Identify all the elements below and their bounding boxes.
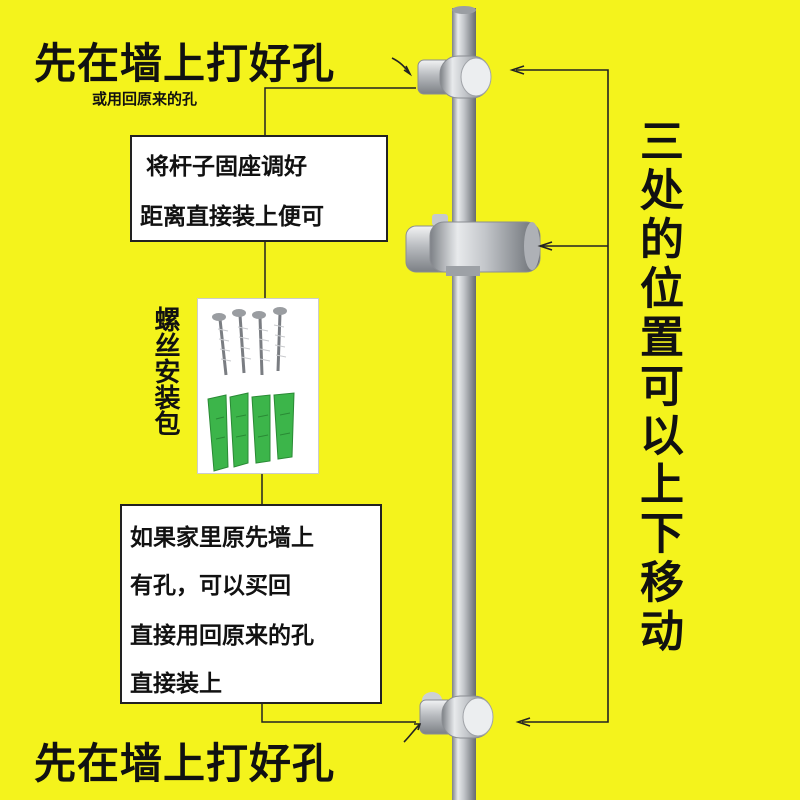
top-wall-bracket: [417, 55, 492, 99]
right-vertical-label: 三处的位置可以上下移动: [632, 118, 683, 657]
screws-and-anchors-icon: [207, 307, 295, 472]
existing-line-1: 如果家里原先墙上: [130, 524, 314, 551]
screw-pack-image: [197, 298, 319, 474]
connector-lines: [261, 87, 416, 723]
top-subnote: 或用回原来的孔: [92, 90, 198, 108]
adjust-instructions-box: 将杆子固座调好 距离直接装上便可: [130, 135, 388, 242]
right-range-bracket: [509, 65, 609, 727]
existing-line-4: 直接装上: [130, 670, 222, 697]
sliding-holder: [405, 214, 541, 276]
adjust-line-1: 将杆子固座调好: [146, 153, 307, 180]
adjust-line-2: 距离直接装上便可: [140, 203, 324, 230]
top-headline: 先在墙上打好孔: [34, 39, 336, 88]
shower-rail: [452, 8, 476, 800]
screw-pack-label: 螺丝安装包: [150, 306, 180, 436]
bottom-headline: 先在墙上打好孔: [34, 739, 336, 788]
existing-line-2: 有孔，可以买回: [130, 572, 291, 599]
existing-hole-box: 如果家里原先墙上 有孔，可以买回 直接用回原来的孔 直接装上: [120, 504, 382, 704]
existing-line-3: 直接用回原来的孔: [130, 622, 314, 649]
bracket-arrows: [391, 57, 422, 743]
bottom-wall-bracket: [419, 692, 494, 739]
